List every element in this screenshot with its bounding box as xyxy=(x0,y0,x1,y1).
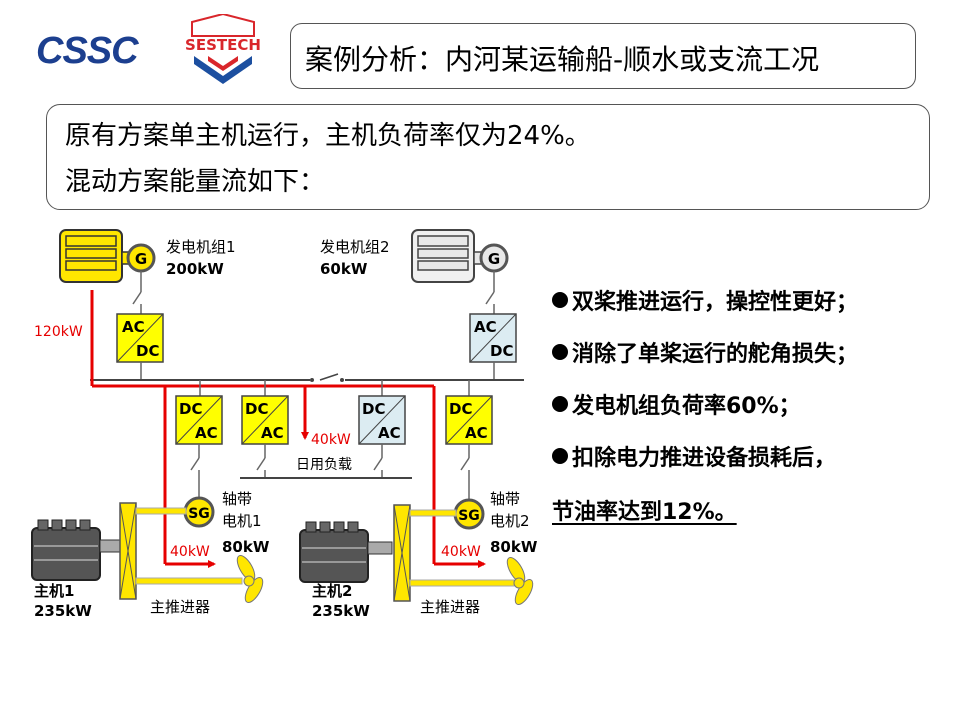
genset2-g-symbol: G xyxy=(488,250,500,268)
genset1-engine-icon xyxy=(59,229,131,283)
cssc-logo: CSSC xyxy=(36,30,139,72)
conv-label: DC xyxy=(245,400,268,418)
daily-load-label: 日用负载 xyxy=(296,457,352,473)
load-inverter-standby: DC AC xyxy=(358,395,406,445)
conv-label: DC xyxy=(179,400,202,418)
main-engine1-icon xyxy=(31,519,121,581)
conv-label: AC xyxy=(261,424,284,442)
genset2-rectifier: AC DC xyxy=(469,313,517,363)
genset1-generator-icon: G xyxy=(126,243,156,273)
propeller2-icon xyxy=(506,557,534,605)
sg2-symbol: SG xyxy=(458,508,480,524)
conv-label: DC xyxy=(490,342,513,360)
sg1-power: 80kW xyxy=(222,538,270,556)
conv-label: AC xyxy=(465,424,488,442)
sg2-label1: 轴带 xyxy=(490,490,520,508)
sg2-inverter: DC AC xyxy=(445,395,493,445)
bullet-dot-icon xyxy=(552,396,568,412)
genset2-label: 发电机组2 xyxy=(320,238,390,256)
flow-label-sg2: 40kW xyxy=(441,544,481,560)
conv-label: AC xyxy=(195,424,218,442)
bullet-item: 扣除电力推进设备损耗后， xyxy=(552,440,836,472)
main-engine2-power: 235kW xyxy=(312,602,370,620)
genset1-power: 200kW xyxy=(166,260,224,278)
conv-label: DC xyxy=(362,400,385,418)
intro-line-2: 混动方案能量流如下： xyxy=(65,167,326,197)
main-engine2-label: 主机2 xyxy=(312,582,352,600)
bullet-dot-icon xyxy=(552,292,568,308)
flow-label-load: 40kW xyxy=(311,432,351,448)
sg1-label1: 轴带 xyxy=(222,490,252,508)
genset2-generator-icon: G xyxy=(479,243,509,273)
conclusion-text: 节油率达到12%。 xyxy=(552,500,737,525)
intro-box: 原有方案单主机运行，主机负荷率仅为24%。 混动方案能量流如下： xyxy=(46,104,930,210)
genset2-power: 60kW xyxy=(320,260,368,278)
bullet-item: 双桨推进运行，操控性更好； xyxy=(552,284,858,316)
bullet-item: 消除了单桨运行的舵角损失； xyxy=(552,336,858,368)
conv-label: AC xyxy=(474,318,497,336)
conv-label: DC xyxy=(449,400,472,418)
title-box: 案例分析：内河某运输船-顺水或支流工况 xyxy=(290,23,916,89)
genset1-g-symbol: G xyxy=(135,250,147,268)
sg1-inverter: DC AC xyxy=(175,395,223,445)
sestech-logo: SESTECH xyxy=(185,14,261,84)
load-inverter: DC AC xyxy=(241,395,289,445)
main-engine2-icon xyxy=(299,521,393,583)
sg2-label2: 电机2 xyxy=(490,512,530,530)
genset1-label: 发电机组1 xyxy=(166,238,236,256)
sg2-icon: SG xyxy=(453,498,485,530)
bullet-dot-icon xyxy=(552,448,568,464)
sg1-label2: 电机1 xyxy=(222,512,262,530)
genset2-engine-icon xyxy=(411,229,483,283)
conv-label: DC xyxy=(136,342,159,360)
genset1-rectifier: AC DC xyxy=(116,313,164,363)
flow-label-sg1: 40kW xyxy=(170,544,210,560)
propeller2-label: 主推进器 xyxy=(420,598,480,616)
sestech-logo-text: SESTECH xyxy=(185,36,261,54)
main-engine1-power: 235kW xyxy=(34,602,92,620)
conv-label: AC xyxy=(378,424,401,442)
sg1-symbol: SG xyxy=(188,506,210,522)
bullet-item: 发电机组负荷率60%； xyxy=(552,388,801,420)
main-engine1-label: 主机1 xyxy=(34,582,74,600)
conv-label: AC xyxy=(122,318,145,336)
sg2-power: 80kW xyxy=(490,538,538,556)
propeller1-label: 主推进器 xyxy=(150,598,210,616)
intro-line-1: 原有方案单主机运行，主机负荷率仅为24%。 xyxy=(65,121,591,151)
flow-label-gen: 120kW xyxy=(34,324,83,340)
bullet-dot-icon xyxy=(552,344,568,360)
sg1-icon: SG xyxy=(183,496,215,528)
page-title: 案例分析：内河某运输船-顺水或支流工况 xyxy=(305,43,820,76)
propeller1-icon xyxy=(236,555,264,603)
